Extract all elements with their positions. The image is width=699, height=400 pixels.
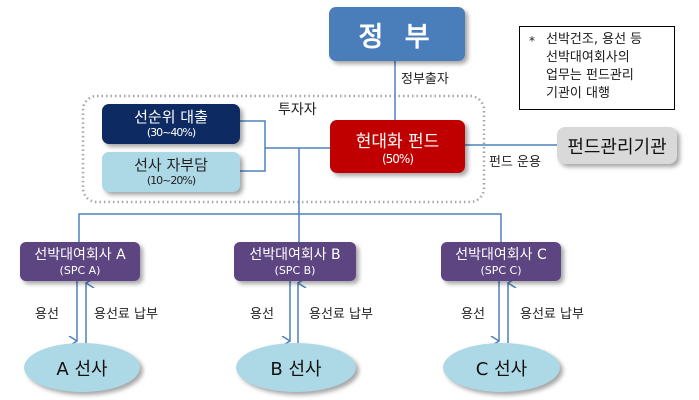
- carrier-label: B 선사: [270, 358, 322, 380]
- carrier-label: A 선사: [56, 358, 108, 380]
- spc-sub: (SPC B): [274, 263, 316, 277]
- note-box: * 선박건조, 용선 등 선박대여회사의 업무는 펀드관리 기관이 대행: [519, 26, 675, 110]
- investor-bracket-line: [240, 120, 266, 172]
- government-label: 정 부: [358, 21, 436, 53]
- spc-node-b: 선박대여회사 B (SPC B): [234, 242, 356, 281]
- spc-sub: (SPC A): [59, 263, 101, 277]
- charter-label: 용선: [250, 307, 274, 322]
- spc-label: 선박대여회사 C: [455, 246, 547, 263]
- senior-loan-label: 선순위 대출: [134, 107, 208, 126]
- fund-manager-node: 펀드관리기관: [557, 127, 677, 164]
- senior-loan-node: 선순위 대출 (30~40%): [102, 104, 240, 144]
- carrier-node-b: B 선사: [236, 343, 356, 392]
- spc-node-a: 선박대여회사 A (SPC A): [20, 242, 140, 281]
- government-investment-label: 정부출자: [401, 72, 449, 87]
- note-line: 선박대여회사의: [546, 50, 630, 65]
- charter-label: 용선: [35, 307, 59, 322]
- fund-operation-label: 펀드 운용: [489, 155, 541, 170]
- shipowner-equity-node: 선사 자부담 (10~20%): [102, 152, 240, 192]
- modernization-fund-node: 현대화 펀드 (50%): [330, 120, 465, 173]
- charter-fee-label: 용선료 납부: [94, 307, 158, 322]
- fund-share: (50%): [381, 152, 414, 166]
- fund-manager-label: 펀드관리기관: [567, 136, 667, 158]
- charter-fee-label: 용선료 납부: [309, 307, 373, 322]
- fund-label: 현대화 펀드: [355, 132, 440, 152]
- note-line: 선박건조, 용선 등: [546, 32, 643, 47]
- charter-fee-label: 용선료 납부: [520, 307, 584, 322]
- spc-sub: (SPC C): [480, 263, 522, 277]
- note-marker: *: [529, 34, 535, 48]
- charter-label: 용선: [461, 307, 485, 322]
- shipowner-equity-share: (10~20%): [146, 173, 196, 187]
- spc-node-c: 선박대여회사 C (SPC C): [441, 242, 561, 281]
- spc-bus-line: [78, 213, 502, 242]
- government-node: 정 부: [329, 7, 465, 61]
- spc-label: 선박대여회사 B: [249, 246, 341, 263]
- carrier-node-a: A 선사: [24, 343, 140, 392]
- spc-label: 선박대여회사 A: [34, 246, 126, 263]
- shipowner-equity-label: 선사 자부담: [134, 155, 208, 174]
- note-text: 선박건조, 용선 등 선박대여회사의 업무는 펀드관리 기관이 대행: [546, 31, 642, 103]
- note-line: 기관이 대행: [546, 86, 610, 101]
- carrier-label: C 선사: [475, 358, 528, 380]
- carrier-node-c: C 선사: [443, 343, 560, 392]
- senior-loan-share: (30~40%): [146, 125, 196, 139]
- note-line: 업무는 펀드관리: [546, 68, 634, 83]
- investor-group-label: 투자자: [278, 102, 317, 118]
